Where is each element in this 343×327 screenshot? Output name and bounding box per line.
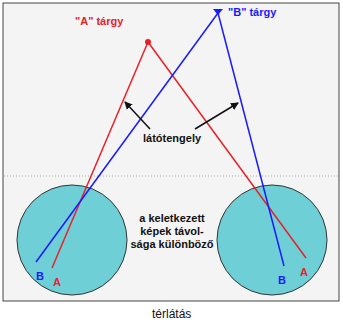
eye-shape bbox=[17, 185, 127, 295]
eye-circle: BA bbox=[216, 184, 328, 296]
ray-line bbox=[36, 13, 218, 262]
leader-arrow bbox=[125, 102, 150, 129]
ray-line bbox=[52, 42, 148, 268]
caption: térlátás bbox=[152, 307, 191, 321]
eye-outline bbox=[16, 184, 128, 296]
object-marker bbox=[213, 9, 223, 15]
retina-letter: A bbox=[300, 266, 308, 279]
eye-outline bbox=[216, 184, 328, 296]
object-label: "A" tárgy bbox=[75, 15, 123, 28]
note-text: a keletkezett képek távol- sága különböz… bbox=[129, 212, 215, 251]
eye-shape bbox=[217, 185, 327, 295]
retina-letter: B bbox=[278, 274, 286, 287]
axis-label: látótengely bbox=[143, 132, 201, 145]
retina-letter: B bbox=[36, 270, 44, 283]
frame bbox=[3, 3, 339, 301]
object-label: "B" tárgy bbox=[228, 6, 276, 19]
eye-circle: BA bbox=[16, 184, 128, 296]
retina-letter: A bbox=[53, 276, 61, 289]
ray-line bbox=[218, 13, 284, 266]
object-dot bbox=[145, 39, 151, 45]
leader-arrow bbox=[195, 103, 238, 129]
dotted-line bbox=[4, 176, 338, 177]
